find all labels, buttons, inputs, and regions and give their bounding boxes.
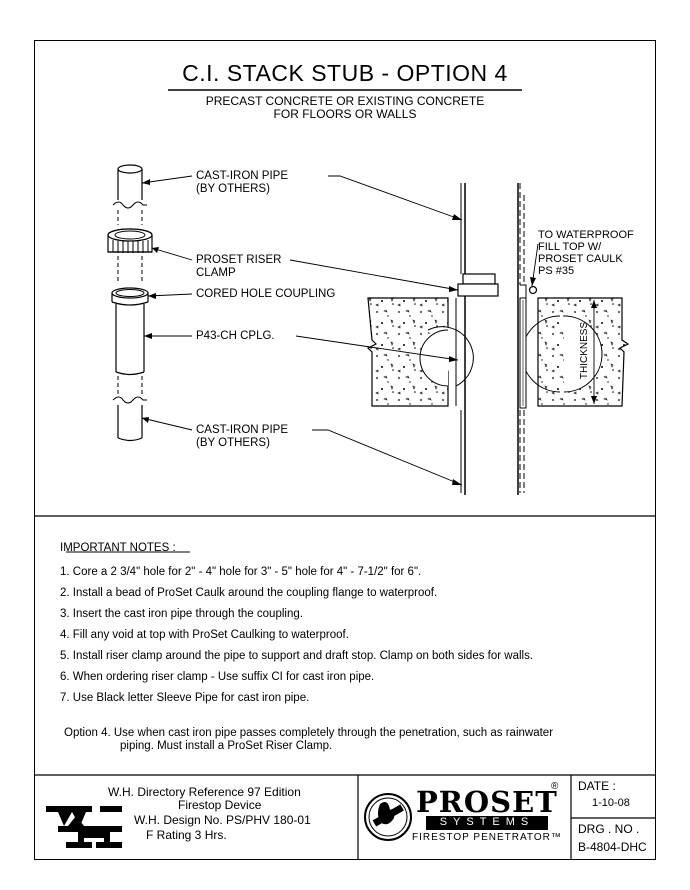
section-riser-clamp	[457, 273, 499, 297]
tb-firestop-device: Firestop Device	[178, 798, 262, 812]
label-waterproof-2: FILL TOP W/	[538, 241, 602, 253]
proset-systems: SYSTEMS	[439, 816, 535, 828]
label-cast-iron-pipe-top: CAST-IRON PIPE	[196, 170, 289, 182]
section-cast-iron-pipe	[460, 183, 525, 495]
tb-f-rating: F Rating 3 Hrs.	[146, 828, 227, 842]
thickness-dimension	[591, 300, 597, 404]
label-p43-coupling: P43-CH CPLG.	[196, 330, 275, 342]
date-label: DATE :	[578, 779, 616, 793]
drawing-sheet	[34, 40, 656, 860]
proset-brand: PROSET	[416, 785, 558, 819]
date-value: 1-10-08	[592, 797, 630, 809]
note-item: 6. When ordering riser clamp - Use suffi…	[60, 671, 375, 683]
proset-tagline: FIRESTOP PENETRATOR™	[412, 832, 562, 843]
note-item: 1. Core a 2 3/4" hole for 2" - 4" hole f…	[60, 566, 422, 578]
registered-mark: ®	[551, 781, 559, 792]
caulk-bead	[528, 285, 538, 295]
notes-heading: IMPORTANT NOTES :	[60, 542, 176, 554]
exploded-leaders	[141, 175, 193, 431]
exploded-coupling	[111, 287, 149, 395]
note-item: 2. Install a bead of ProSet Caulk around…	[60, 587, 438, 599]
section-arrows	[449, 214, 536, 485]
label-by-others-top: (BY OTHERS)	[196, 183, 270, 195]
note-item: 5. Install riser clamp around the pipe t…	[60, 650, 534, 662]
note-item: 3. Insert the cast iron pipe through the…	[60, 608, 303, 620]
subtitle-line2: FOR FLOORS OR WALLS	[273, 107, 417, 121]
label-waterproof-1: TO WATERPROOF	[538, 229, 634, 241]
label-waterproof-3: PROSET CAULK	[538, 253, 623, 265]
label-riser-clamp-2: CLAMP	[196, 267, 236, 279]
exploded-riser-clamp	[107, 228, 153, 282]
subtitle-line1: PRECAST CONCRETE OR EXISTING CONCRETE	[205, 94, 485, 108]
section-leaders	[289, 175, 539, 486]
label-cast-iron-pipe-bottom: CAST-IRON PIPE	[196, 424, 289, 436]
exploded-bottom-pipe	[112, 396, 147, 442]
section-coupling-sleeve	[455, 284, 527, 409]
exploded-top-pipe	[112, 164, 147, 225]
drawing-number-value: B-4804-DHC	[578, 840, 647, 854]
leader-arrows	[142, 179, 159, 423]
label-waterproof-4: PS #35	[538, 265, 575, 277]
tb-design-no: W.H. Design No. PS/PHV 180-01	[134, 813, 311, 827]
label-cored-hole-coupling: CORED HOLE COUPLING	[196, 288, 336, 300]
note-item: 4. Fill any void at top with ProSet Caul…	[60, 629, 349, 641]
note-item: 7. Use Black letter Sleeve Pipe for cast…	[60, 692, 310, 704]
option-note-line2: piping. Must install a ProSet Riser Clam…	[120, 740, 333, 752]
drawing-title: C.I. STACK STUB - OPTION 4	[182, 60, 508, 86]
concrete-slab	[366, 297, 630, 407]
option-note-line1: Option 4. Use when cast iron pipe passes…	[64, 727, 554, 739]
drawing-number-label: DRG . NO .	[578, 822, 640, 836]
tb-directory-reference: W.H. Directory Reference 97 Edition	[108, 785, 301, 799]
label-riser-clamp-1: PROSET RISER	[196, 254, 282, 266]
label-by-others-bottom: (BY OTHERS)	[196, 437, 270, 449]
